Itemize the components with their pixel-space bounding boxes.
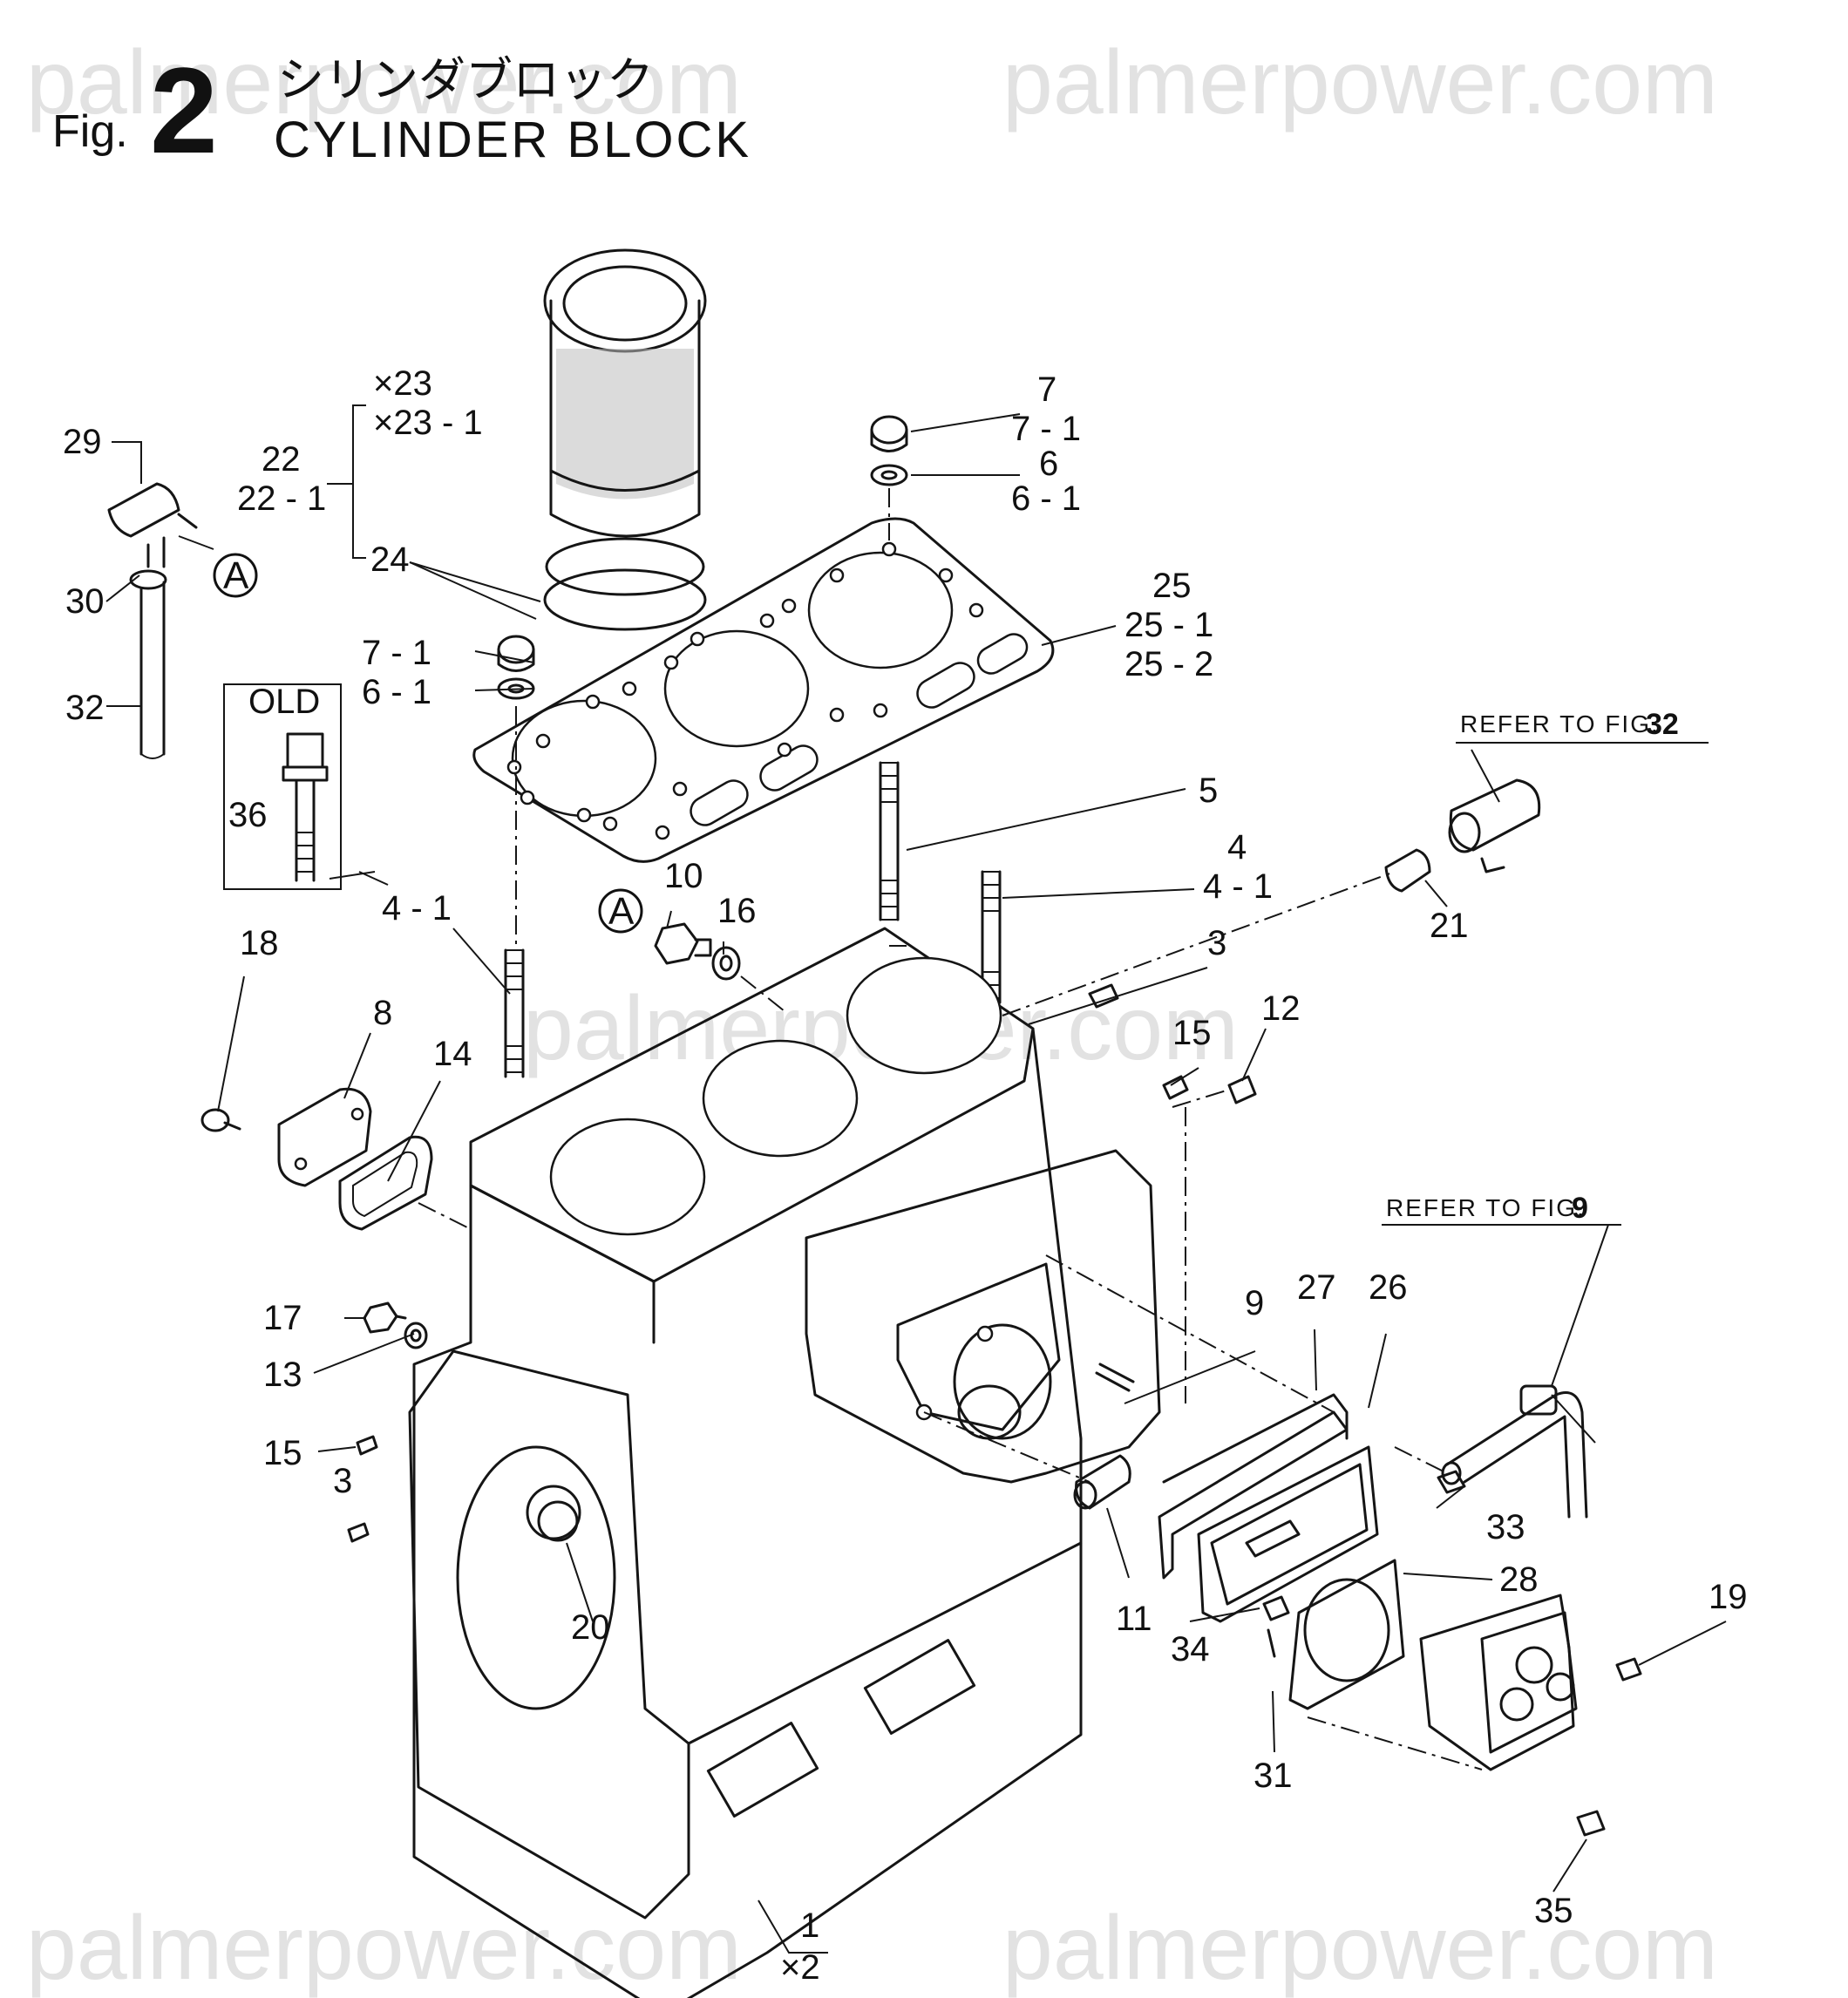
plug-10-16 xyxy=(654,922,741,981)
side-covers xyxy=(1158,1384,1588,1771)
leader-lines xyxy=(105,404,1727,1954)
mark-a-mid-text: A xyxy=(608,890,635,933)
callout-27: 27 xyxy=(1297,1268,1336,1307)
callout-36: 36 xyxy=(228,796,268,834)
callout-13: 13 xyxy=(263,1356,302,1394)
watermark-top-left: palmerpower.com xyxy=(26,32,742,133)
watermark-bottom-right: palmerpower.com xyxy=(1002,1898,1718,1998)
callout-15-right: 15 xyxy=(1172,1014,1212,1052)
callout-29: 29 xyxy=(63,423,102,461)
callout-6-1-left: 6 - 1 xyxy=(362,673,431,711)
mark-a-group: A A xyxy=(213,553,643,934)
callout-4: 4 xyxy=(1227,828,1247,866)
callout-labels: 29 30 32 22 22 - 1 ×23 ×23 - 1 24 7 7 - … xyxy=(63,364,1748,1987)
watermark-top-right: palmerpower.com xyxy=(1002,32,1718,133)
side-cover-plates xyxy=(200,1087,433,1231)
left-bolts xyxy=(347,1301,428,1543)
cylinder-block xyxy=(408,927,1161,1998)
assembly-dash-lines xyxy=(418,488,1483,1770)
callout-x23: ×23 xyxy=(373,364,432,403)
callout-1: 1 xyxy=(800,1906,819,1945)
refer-fig-32-number: 32 xyxy=(1646,708,1679,741)
callout-17: 17 xyxy=(263,1299,302,1337)
callout-7-1-left: 7 - 1 xyxy=(362,634,431,672)
callout-19: 19 xyxy=(1709,1578,1748,1616)
title-japanese: シリンダブロック xyxy=(277,52,654,107)
callout-30: 30 xyxy=(65,582,105,621)
callout-20: 20 xyxy=(571,1608,610,1647)
callout-25-1: 25 - 1 xyxy=(1124,606,1213,644)
mark-a-top xyxy=(213,553,258,598)
callout-6-1-top: 6 - 1 xyxy=(1011,479,1081,518)
callout-25: 25 xyxy=(1152,567,1192,605)
callout-22-1: 22 - 1 xyxy=(237,479,326,518)
callout-3-left: 3 xyxy=(333,1462,352,1500)
old-bolt-box: OLD xyxy=(223,683,342,890)
callout-15-left: 15 xyxy=(263,1434,302,1472)
hose-clamp xyxy=(1448,778,1541,873)
watermarks: palmerpower.com palmerpower.com palmerpo… xyxy=(26,32,1718,1998)
callout-33: 33 xyxy=(1486,1508,1525,1546)
title-english: CYLINDER BLOCK xyxy=(274,112,751,168)
callout-14: 14 xyxy=(433,1035,472,1073)
sensor-assembly xyxy=(107,482,198,759)
refer-fig-9-text: REFER TO FIG. xyxy=(1386,1194,1586,1221)
cylinder-liner xyxy=(543,248,707,631)
refer-fig-9-number: 9 xyxy=(1572,1192,1588,1225)
top-nut-washer xyxy=(497,415,908,700)
old-label: OLD xyxy=(248,683,320,721)
callout-26: 26 xyxy=(1369,1268,1408,1307)
callout-12: 12 xyxy=(1261,989,1301,1028)
watermark-bottom-left: palmerpower.com xyxy=(26,1898,742,1998)
callout-34: 34 xyxy=(1171,1630,1210,1668)
figure-header: Fig. 2 シリンダブロック CYLINDER BLOCK xyxy=(52,42,751,179)
callout-24: 24 xyxy=(370,540,410,579)
mark-a-mid xyxy=(598,888,643,934)
callout-8: 8 xyxy=(373,994,392,1032)
callout-32: 32 xyxy=(65,689,105,727)
head-gasket xyxy=(472,517,1055,863)
callout-9: 9 xyxy=(1245,1284,1264,1322)
studs xyxy=(504,761,1002,1078)
callout-22: 22 xyxy=(262,440,301,479)
callout-4-1-right: 4 - 1 xyxy=(1203,867,1273,906)
callout-11: 11 xyxy=(1116,1600,1152,1638)
callout-21: 21 xyxy=(1430,907,1469,945)
callout-5: 5 xyxy=(1199,771,1218,810)
refer-labels: REFER TO FIG. 32 REFER TO FIG. 9 xyxy=(1386,708,1679,1225)
callout-3-top: 3 xyxy=(1207,924,1226,962)
callout-10: 10 xyxy=(664,857,703,895)
callout-18: 18 xyxy=(240,924,279,962)
fig-number: 2 xyxy=(150,42,218,179)
callout-x23-1: ×23 - 1 xyxy=(373,404,483,442)
fig-label: Fig. xyxy=(52,106,128,157)
callout-28: 28 xyxy=(1499,1560,1539,1599)
cover-bolts xyxy=(1262,1470,1642,1837)
callout-16: 16 xyxy=(717,892,757,930)
refer-fig-32-text: REFER TO FIG. xyxy=(1460,710,1660,737)
callout-31: 31 xyxy=(1254,1757,1293,1795)
callout-x2: ×2 xyxy=(780,1948,820,1987)
callout-25-2: 25 - 2 xyxy=(1124,645,1213,683)
callout-6: 6 xyxy=(1039,445,1058,483)
small-parts-right xyxy=(1073,848,1431,1510)
mark-a-top-text: A xyxy=(223,554,249,597)
callout-7: 7 xyxy=(1037,370,1056,409)
callout-4-1-left: 4 - 1 xyxy=(382,889,452,928)
callout-7-1-top: 7 - 1 xyxy=(1011,410,1081,448)
callout-35: 35 xyxy=(1534,1892,1573,1930)
